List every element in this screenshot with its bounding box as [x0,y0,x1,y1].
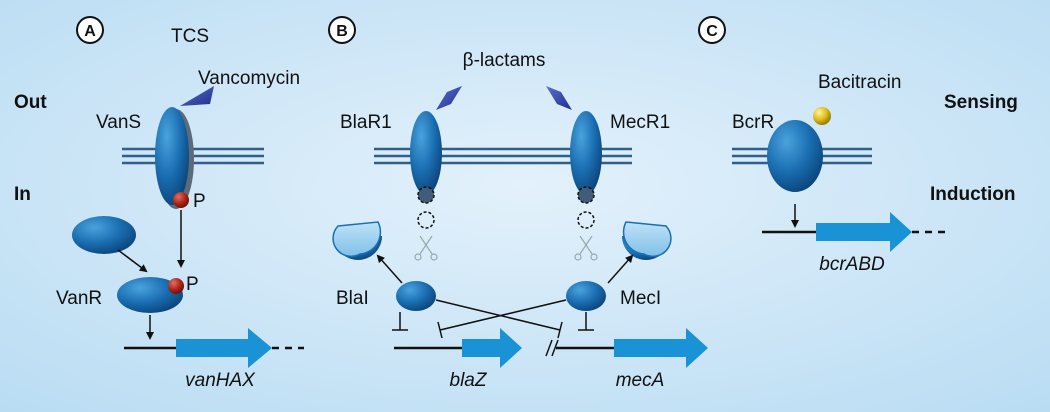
mecr1-cleaved-domain [577,211,595,229]
panel-b: B β-lactams BlaR1 MecR1 [328,16,708,391]
meci-protein [566,281,606,311]
phosphate-vans-label: P [193,191,206,212]
label-in: In [14,184,31,205]
scissors-icon-right [574,235,598,261]
gene-vanhax-label: vanHAX [185,370,256,391]
panel-b-badge [328,16,356,44]
meci-label: MecI [620,288,661,309]
beta-lactam-left [436,86,462,110]
blar1-cleaved-domain [417,211,435,229]
panel-a-badge-text: A [84,23,96,40]
mecr1-protease-domain [577,186,595,204]
bacitracin-label: Bacitracin [818,72,901,93]
blai-label: BlaI [336,288,369,309]
label-out: Out [14,92,47,113]
vans-label: VanS [96,112,141,133]
gene-vanhax-arrow [176,328,272,368]
gene-meca-arrow [614,328,708,368]
panel-a: A TCS Vancomycin VanS P P VanR [56,16,304,391]
bacitracin-molecule [813,107,831,125]
label-sensing: Sensing [944,92,1018,113]
beta-lactams-label: β-lactams [463,50,546,71]
scissors-icon-left [414,235,438,261]
vanr-unphosphorylated [72,216,136,254]
cleaved-meci [622,221,672,260]
gene-blaz-arrow [462,328,522,368]
gene-blaz-label: blaZ [450,370,488,391]
repression-meci-blaz [437,299,567,339]
vanr-phosphorylated [117,277,183,313]
beta-lactam-right [546,86,572,110]
panel-a-badge [76,16,104,44]
dna-break-mark [545,339,559,357]
phosphate-vans [173,192,189,208]
mecr1-label: MecR1 [610,112,670,133]
gene-bcrabd-arrow [816,212,912,252]
phosphate-vanr-label: P [186,274,199,295]
bcrr-protein [767,120,823,192]
vancomycin-label: Vancomycin [198,68,300,89]
gene-bcrabd-label: bcrABD [819,254,885,275]
blai-protein [396,281,436,311]
vancomycin-molecule [180,86,214,106]
vans-protein [155,107,189,205]
vanr-label: VanR [56,288,102,309]
panel-a-title: TCS [171,26,209,47]
blar1-protease-domain [417,186,435,204]
repression-meci-meca [578,312,594,331]
blar1-protein [410,111,442,195]
panel-c-badge [698,16,726,44]
bcrr-label: BcrR [732,112,774,133]
arrow-blai-cleavage [376,254,403,284]
panel-c: C BcrR Bacitracin bcrABD [698,16,946,275]
phosphate-vanr [168,278,184,294]
panel-c-badge-text: C [706,23,718,40]
repression-blai-blaz [392,312,408,331]
mecr1-protein [570,111,602,195]
gene-meca-label: mecA [616,370,665,391]
panel-b-badge-text: B [336,23,348,40]
cleaved-blai [332,221,382,260]
label-induction: Induction [930,184,1015,205]
arrow-meci-cleavage [607,254,634,284]
repression-blai-meca [435,299,563,339]
blar1-label: BlaR1 [340,112,392,133]
arrow-vanr-activation [117,249,148,273]
